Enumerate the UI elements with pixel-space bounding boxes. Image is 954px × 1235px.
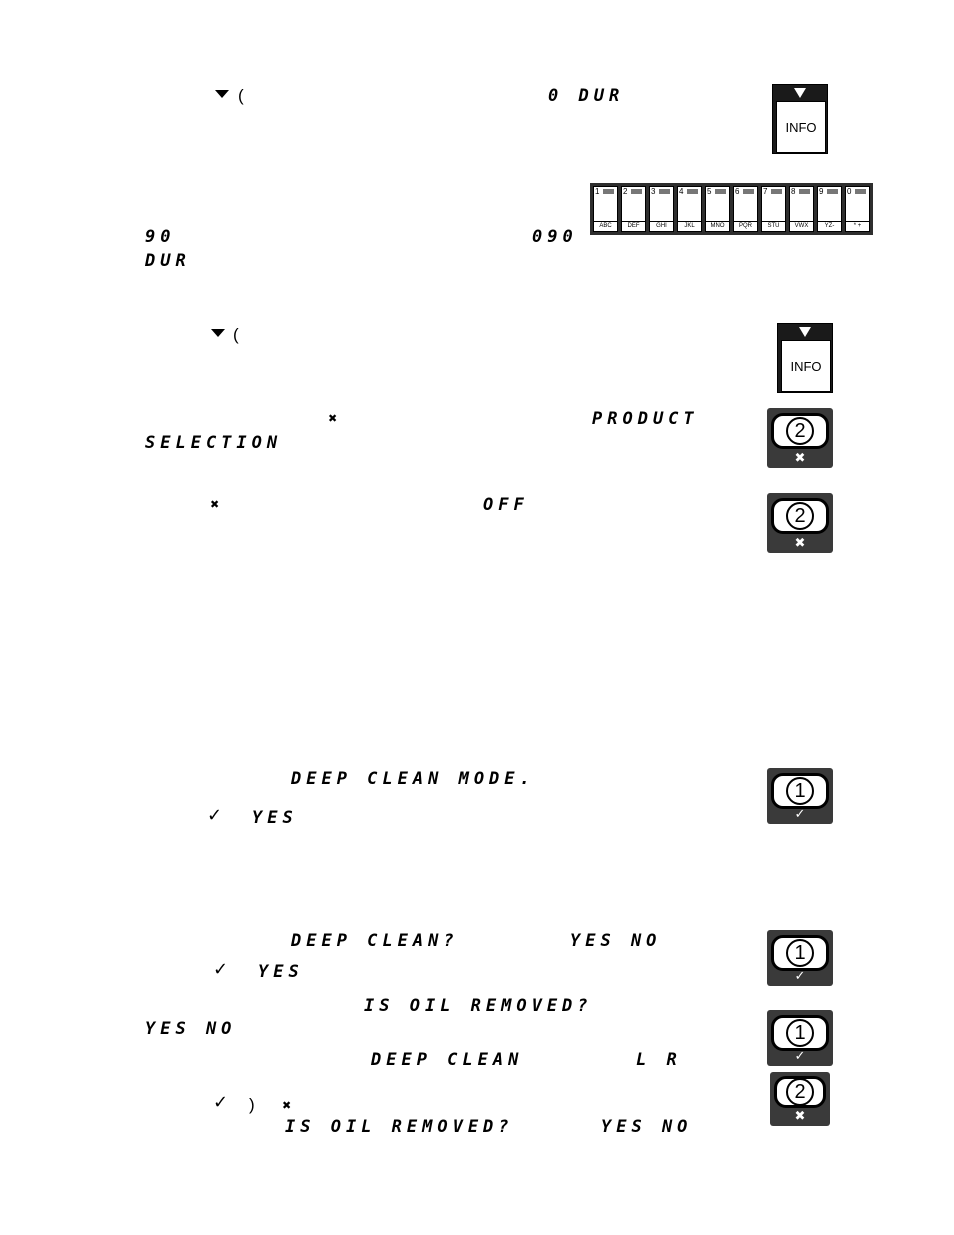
led-indicator: [603, 189, 614, 194]
display-lr: L R: [636, 1050, 682, 1070]
x-icon: ✖: [794, 451, 806, 466]
button-1-number: 1: [786, 1019, 814, 1047]
paren-open: (: [233, 325, 239, 344]
keypad-key-number: 8: [791, 187, 796, 196]
display-deep-clean: DEEP CLEAN: [371, 1050, 524, 1070]
display-yes-no-2: YES NO: [145, 1019, 237, 1039]
keypad-key-label: DEF: [622, 221, 645, 231]
led-indicator: [659, 189, 670, 194]
display-yes-2: YES: [258, 962, 304, 982]
led-indicator: [827, 189, 838, 194]
check-icon: ✓: [213, 959, 229, 980]
x-icon: ✖: [794, 1109, 806, 1124]
display-selection: SELECTION: [145, 433, 283, 453]
paren-close: ): [249, 1095, 255, 1114]
led-indicator: [855, 189, 866, 194]
x-icon: ✖: [794, 536, 806, 551]
button-2-number: 2: [786, 502, 814, 530]
display-090: 090: [532, 227, 578, 247]
paren-open: (: [238, 86, 244, 105]
keypad-key-number: 1: [595, 187, 600, 196]
keypad-key-label: STU: [762, 221, 785, 231]
x-icon: ✖: [328, 412, 338, 425]
x-icon: ✖: [210, 498, 220, 511]
button-2-number: 2: [786, 417, 814, 445]
button-1-number: 1: [786, 777, 814, 805]
led-indicator: [799, 189, 810, 194]
keypad-key-label: * +: [846, 221, 869, 231]
button-2-number: 2: [786, 1078, 814, 1106]
check-icon: ✓: [213, 1092, 229, 1113]
info-button-label: INFO: [776, 101, 826, 153]
keypad-key-number: 9: [819, 187, 824, 196]
display-90: 90: [145, 227, 176, 247]
display-off: OFF: [483, 495, 529, 515]
display-deep-clean-mode: DEEP CLEAN MODE.: [291, 769, 535, 789]
info-button-label: INFO: [781, 340, 831, 392]
keypad-key-number: 2: [623, 187, 628, 196]
keypad-key-number: 3: [651, 187, 656, 196]
button-1[interactable]: 1 ✓: [767, 768, 833, 824]
down-triangle-icon: [215, 90, 229, 98]
check-icon: ✓: [207, 805, 223, 826]
button-1-number: 1: [786, 939, 814, 967]
x-icon: ✖: [282, 1099, 292, 1112]
button-2[interactable]: 2 ✖: [767, 493, 833, 553]
display-product: PRODUCT: [592, 409, 699, 429]
button-1[interactable]: 1 ✓: [767, 930, 833, 986]
info-button[interactable]: INFO: [772, 84, 828, 154]
button-2[interactable]: 2 ✖: [767, 408, 833, 468]
keypad-key-number: 6: [735, 187, 740, 196]
display-deep-clean-question: DEEP CLEAN?: [291, 931, 459, 951]
led-indicator: [743, 189, 754, 194]
down-arrow-icon: [799, 327, 811, 337]
keypad-key-label: GHI: [650, 221, 673, 231]
keypad-key-number: 4: [679, 187, 684, 196]
display-yes-no-3: YES NO: [601, 1117, 693, 1137]
led-indicator: [687, 189, 698, 194]
keypad-key-label: YZ-: [818, 221, 841, 231]
keypad-key-number: 0: [847, 187, 852, 196]
down-triangle-icon: [211, 329, 225, 337]
display-is-oil-removed: IS OIL REMOVED?: [364, 996, 593, 1016]
display-is-oil-removed-2: IS OIL REMOVED?: [285, 1117, 514, 1137]
keypad-key-label: VWX: [790, 221, 813, 231]
led-indicator: [771, 189, 782, 194]
button-2[interactable]: 2 ✖: [770, 1072, 830, 1126]
led-indicator: [631, 189, 642, 194]
display-yes: YES: [252, 808, 298, 828]
display-dur: 0 DUR: [548, 86, 625, 106]
down-arrow-icon: [794, 88, 806, 98]
check-icon: ✓: [794, 1049, 806, 1064]
display-yes-no: YES NO: [570, 931, 662, 951]
check-icon: ✓: [794, 969, 806, 984]
display-dur-2: DUR: [145, 251, 191, 271]
button-1[interactable]: 1 ✓: [767, 1010, 833, 1066]
keypad-key-label: MNO: [706, 221, 729, 231]
keypad-key-number: 7: [763, 187, 768, 196]
info-button[interactable]: INFO: [777, 323, 833, 393]
keypad-key-0[interactable]: 0 * +: [845, 186, 870, 232]
keypad-key-number: 5: [707, 187, 712, 196]
keypad-key-label: JKL: [678, 221, 701, 231]
keypad-key-label: ABC: [594, 221, 617, 231]
keypad-key-label: PQR: [734, 221, 757, 231]
check-icon: ✓: [794, 807, 806, 822]
led-indicator: [715, 189, 726, 194]
